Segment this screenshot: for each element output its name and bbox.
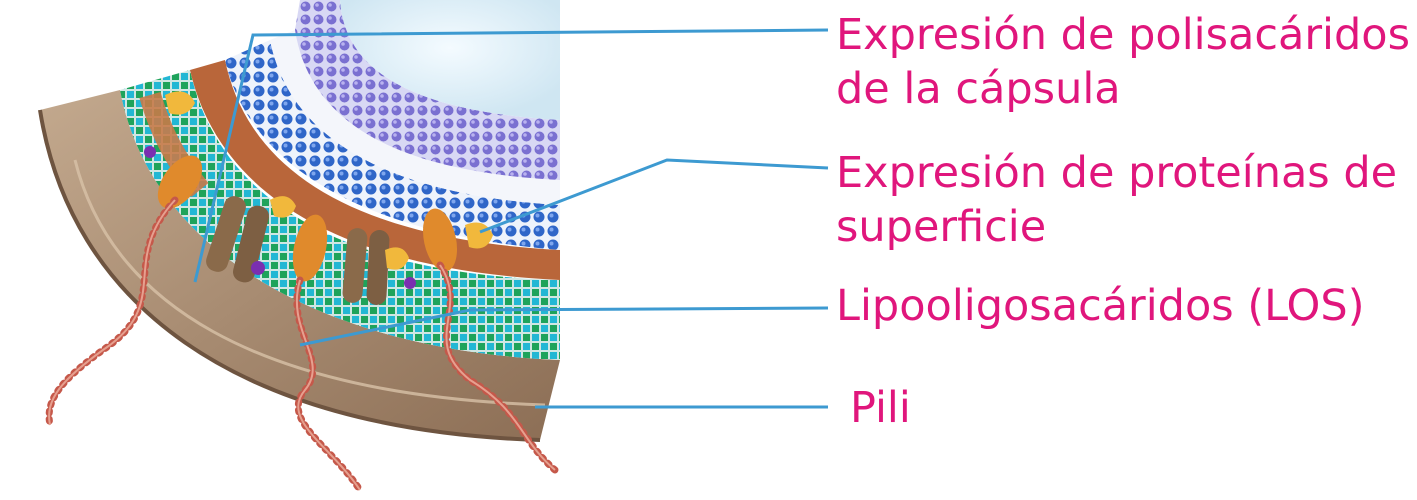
label-capsule-line1: Expresión de polisacáridos <box>836 8 1410 62</box>
label-capsule-polysaccharides: Expresión de polisacáridos de la cápsula <box>836 8 1410 116</box>
label-proteins-line2: superficie <box>836 200 1397 254</box>
label-capsule-line2: de la cápsula <box>836 62 1410 116</box>
label-pili: Pili <box>850 381 911 435</box>
label-proteins-line1: Expresión de proteínas de <box>836 146 1397 200</box>
label-surface-proteins: Expresión de proteínas de superficie <box>836 146 1397 254</box>
label-los: Lipooligosacáridos (LOS) <box>836 279 1364 333</box>
